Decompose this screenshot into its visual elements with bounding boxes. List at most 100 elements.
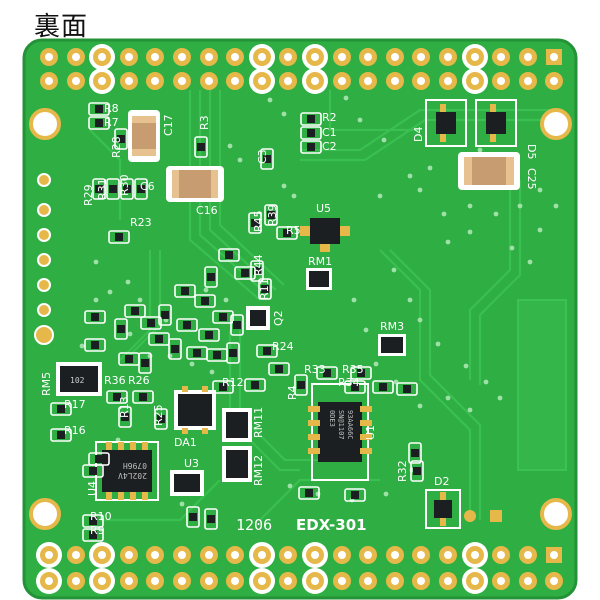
via bbox=[537, 227, 543, 233]
u4-marking-line2: 0796H bbox=[123, 461, 147, 470]
smd-body bbox=[205, 331, 213, 339]
silk-rm5: RM5 bbox=[40, 372, 53, 396]
smd-outline bbox=[408, 442, 422, 464]
smd-body bbox=[323, 369, 331, 377]
via bbox=[391, 267, 397, 273]
header-pin-hole bbox=[444, 53, 452, 61]
smd-body bbox=[233, 321, 241, 329]
smd-body bbox=[275, 365, 283, 373]
smd-body bbox=[193, 349, 201, 357]
silk-r4: R4 bbox=[286, 385, 299, 400]
via bbox=[435, 341, 441, 347]
header-pin-hole bbox=[391, 77, 399, 85]
header-pin-hole bbox=[98, 77, 106, 85]
smd-body bbox=[253, 267, 261, 275]
smd-outline bbox=[132, 390, 154, 404]
smd-outline bbox=[114, 128, 128, 150]
silk-r5: R5 bbox=[286, 224, 301, 237]
capacitor-c25 bbox=[458, 152, 520, 190]
smd-body bbox=[115, 233, 123, 241]
header-pin-hole bbox=[471, 551, 479, 559]
smd-outline bbox=[124, 304, 146, 318]
silk-c25: C25 bbox=[525, 168, 538, 190]
smd-body bbox=[267, 211, 275, 219]
header-pin-hole bbox=[497, 551, 505, 559]
header-pin-hole bbox=[417, 53, 425, 61]
smd-body bbox=[123, 185, 131, 193]
silk-r44: R44 bbox=[252, 254, 265, 276]
smd-body bbox=[157, 415, 165, 423]
diode-d5 bbox=[475, 99, 517, 147]
via bbox=[93, 297, 99, 303]
via bbox=[357, 117, 363, 123]
header-pin-hole bbox=[98, 551, 106, 559]
resistor-network-rm5: 102 bbox=[56, 362, 102, 396]
silk-rm3: RM3 bbox=[380, 320, 404, 333]
header-pin-hole bbox=[178, 77, 186, 85]
header-pin-hole bbox=[284, 77, 292, 85]
header-pin-hole bbox=[444, 577, 452, 585]
header-pin-hole bbox=[311, 77, 319, 85]
header-pin-hole bbox=[151, 551, 159, 559]
smd-outline bbox=[154, 408, 168, 430]
ic-u4: 202L4V 0796H bbox=[95, 441, 159, 501]
smd-body bbox=[307, 129, 315, 137]
silk-r3: R3 bbox=[198, 115, 211, 130]
header-pin-hole bbox=[284, 577, 292, 585]
smd-body bbox=[219, 313, 227, 321]
smd-outline bbox=[140, 316, 162, 330]
left-edge-pads bbox=[34, 173, 54, 345]
header-pin-hole bbox=[471, 77, 479, 85]
smd-outline bbox=[212, 380, 234, 394]
smd-body bbox=[403, 385, 411, 393]
silk-r26: R26 bbox=[128, 374, 150, 387]
header-pin-hole bbox=[72, 77, 80, 85]
smd-body bbox=[357, 369, 365, 377]
silk-r31: R31 bbox=[96, 178, 109, 200]
smd-outline bbox=[316, 366, 338, 380]
smd-body bbox=[117, 325, 125, 333]
smd-body bbox=[57, 431, 65, 439]
silk-u1: U1 bbox=[364, 425, 377, 440]
diode-d4 bbox=[425, 99, 467, 147]
smd-body bbox=[95, 119, 103, 127]
header-pin-hole bbox=[524, 53, 532, 61]
header-pin-hole bbox=[444, 77, 452, 85]
smd-body bbox=[283, 229, 291, 237]
smd-body bbox=[263, 347, 271, 355]
smd-passives bbox=[50, 102, 424, 542]
via bbox=[209, 369, 215, 375]
smd-body bbox=[297, 381, 305, 389]
via bbox=[467, 203, 473, 209]
header-pin-hole bbox=[550, 551, 558, 559]
header-pin-hole bbox=[338, 77, 346, 85]
via bbox=[509, 245, 515, 251]
smd-body bbox=[117, 135, 125, 143]
silk-q2: Q2 bbox=[272, 310, 285, 326]
diode-d2 bbox=[425, 489, 461, 529]
smd-body bbox=[263, 155, 271, 163]
header-pin-hole bbox=[98, 53, 106, 61]
via bbox=[407, 297, 413, 303]
header-pin-hole bbox=[364, 77, 372, 85]
smd-body bbox=[305, 489, 313, 497]
smd-outline bbox=[248, 212, 262, 234]
model-number: EDX-301 bbox=[296, 516, 367, 534]
u1-marking-line2: SN@1107 bbox=[337, 410, 345, 440]
smd-body bbox=[251, 219, 259, 227]
silk-u3: U3 bbox=[184, 457, 199, 470]
resistor-network-rm12 bbox=[222, 446, 252, 482]
smd-outline bbox=[158, 304, 172, 326]
smd-body bbox=[125, 355, 133, 363]
smd-body bbox=[147, 319, 155, 327]
header-pin-hole bbox=[205, 577, 213, 585]
pcb-edge-shade bbox=[22, 38, 578, 600]
header-pin-hole bbox=[205, 53, 213, 61]
smd-body bbox=[307, 143, 315, 151]
smd-body bbox=[89, 467, 97, 475]
silk-r32: R32 bbox=[396, 460, 409, 482]
header-pin-hole bbox=[524, 77, 532, 85]
smd-body bbox=[57, 405, 65, 413]
caption-title: 裏面 bbox=[34, 12, 89, 42]
header-pin-hole bbox=[178, 551, 186, 559]
